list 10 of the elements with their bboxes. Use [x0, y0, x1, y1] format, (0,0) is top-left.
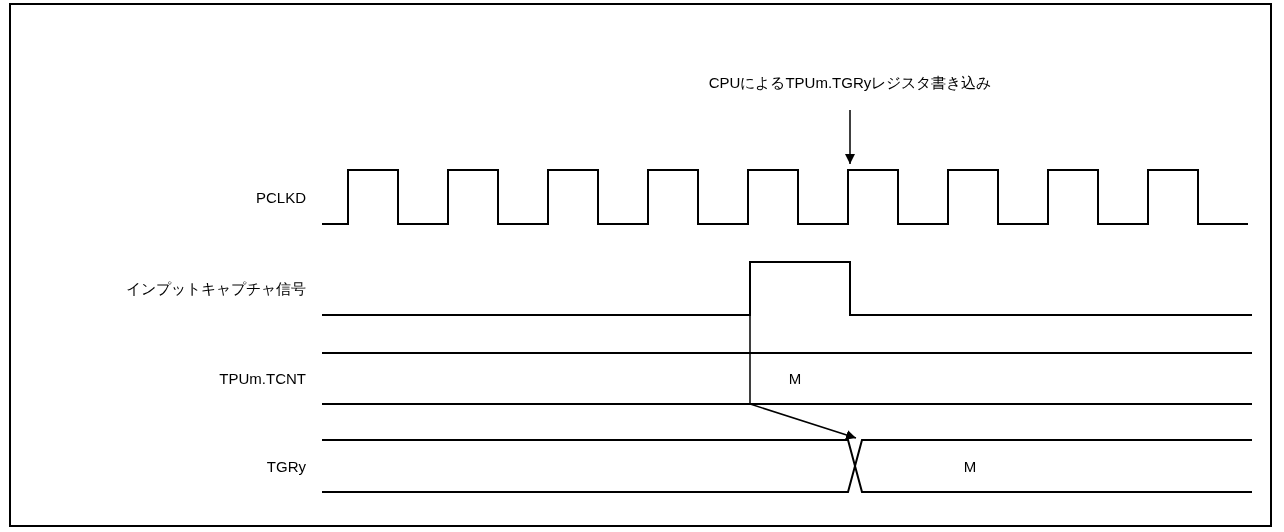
signal-name: PCLKD — [255, 188, 306, 206]
signal-name: TGRy — [266, 457, 306, 475]
bus-value: M — [963, 457, 977, 475]
annotation-text: CPUによるTPUm.TGRyレジスタ書き込み — [640, 74, 1060, 93]
signal-name: インプットキャプチャ信号 — [126, 279, 306, 299]
arrow — [749, 314, 857, 440]
bus-value: M — [788, 369, 802, 387]
pulse-waveform — [322, 261, 1252, 316]
arrow — [845, 109, 855, 165]
signal-name: TPUm.TCNT — [219, 369, 306, 387]
